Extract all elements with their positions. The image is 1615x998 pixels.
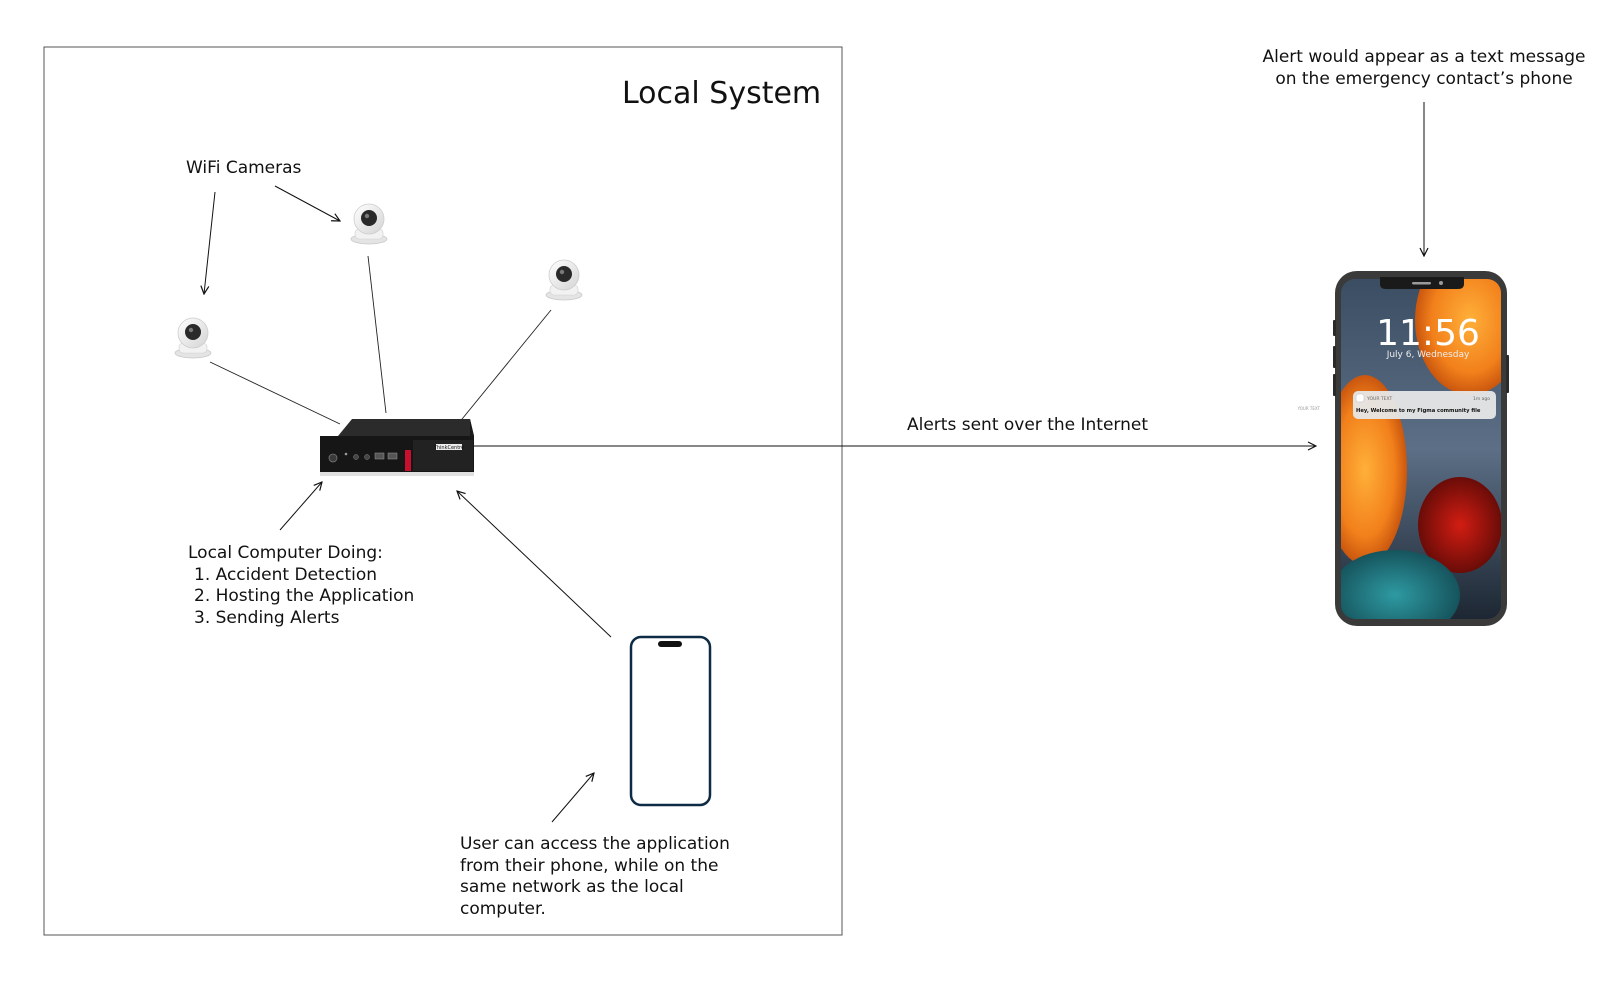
camera-link-right: [457, 309, 552, 425]
notification-message: Hey, Welcome to my Figma community file: [1356, 408, 1481, 414]
computer-label-arrow: [279, 482, 322, 531]
wifi-camera-middle: [350, 203, 388, 245]
user-phone: [629, 635, 712, 807]
computer-brand-label: ThinkCentre: [433, 445, 464, 451]
user-phone-to-computer-arrow: [457, 491, 612, 638]
notification-app-name: YOUR TEXT: [1366, 396, 1392, 402]
computer-task-list: 1. Accident Detection 2. Hosting the App…: [188, 565, 414, 630]
alert-caption: Alert would appear as a text message on …: [1254, 47, 1594, 90]
alert-caption-line: on the emergency contact’s phone: [1275, 68, 1573, 89]
camera-link-middle: [367, 255, 387, 414]
user-phone-caption-line: from their phone, while on the: [460, 855, 719, 876]
camera-link-left: [209, 361, 341, 425]
emergency-phone: 11:56 July 6, Wednesday YOUR TEXT 1m ago…: [1297, 271, 1509, 626]
wifi-camera-left: [174, 317, 212, 359]
cameras-arrow-middle: [274, 185, 340, 221]
computer-task-item: 2. Hosting the Application: [194, 586, 415, 606]
cameras-arrow-left: [204, 191, 216, 294]
computer-task-item: 1. Accident Detection: [194, 564, 378, 585]
phone-side-label: YOUR TEXT: [1297, 406, 1321, 411]
alert-caption-line: Alert would appear as a text message: [1262, 47, 1586, 67]
local-computer: ThinkCentre: [320, 419, 474, 476]
wifi-camera-right: [545, 259, 583, 301]
user-phone-caption: User can access the application from the…: [460, 834, 730, 920]
internet-label: Alerts sent over the Internet: [907, 415, 1149, 435]
user-caption-arrow: [551, 773, 594, 823]
phone-clock: 11:56: [1376, 313, 1480, 354]
wifi-cameras-label: WiFi Cameras: [186, 158, 302, 178]
local-system-frame: [43, 46, 843, 936]
notification-time: 1m ago: [1473, 396, 1490, 402]
local-system-title: Local System: [622, 76, 822, 111]
user-phone-caption-line: computer.: [460, 898, 546, 919]
computer-tasks-block: Local Computer Doing: 1. Accident Detect…: [188, 543, 414, 629]
computer-tasks-heading: Local Computer Doing:: [188, 543, 383, 563]
user-phone-caption-line: same network as the local: [460, 877, 684, 897]
computer-task-item: 3. Sending Alerts: [194, 607, 340, 628]
user-phone-caption-line: User can access the application: [460, 834, 730, 854]
phone-date: July 6, Wednesday: [1386, 350, 1470, 360]
